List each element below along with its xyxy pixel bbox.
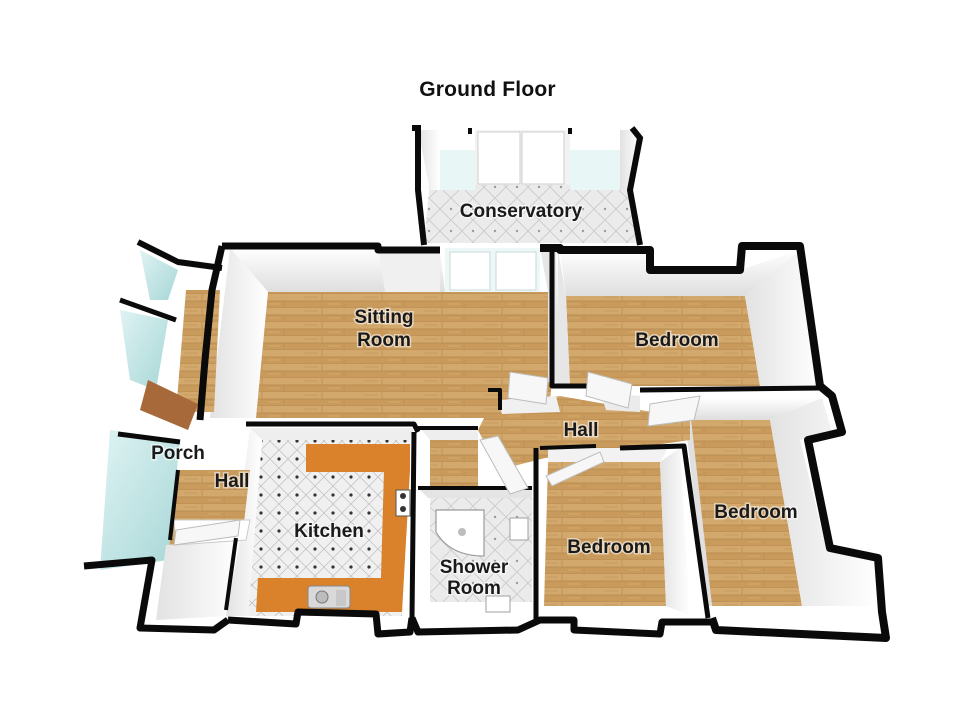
- label-sitting-room-line2: Room: [357, 330, 411, 351]
- label-kitchen: Kitchen: [294, 521, 364, 542]
- label-shower-room-line1: Shower: [440, 557, 509, 578]
- label-hall-main: Hall: [564, 420, 599, 441]
- label-hall-entry: Hall: [215, 471, 250, 492]
- label-bedroom-top: Bedroom: [635, 330, 718, 351]
- bedroom-middle-room: [544, 448, 690, 615]
- label-sitting-room-line1: Sitting: [354, 307, 413, 328]
- shower-room: [418, 428, 532, 613]
- doors: [173, 371, 701, 546]
- label-conservatory: Conservatory: [460, 201, 583, 222]
- bedroom-top-room: [556, 250, 820, 386]
- walls: [83, 239, 890, 642]
- label-bedroom-right: Bedroom: [714, 502, 797, 523]
- label-bedroom-middle: Bedroom: [567, 537, 650, 558]
- floor-title: Ground Floor: [419, 78, 556, 101]
- kitchen-room: [226, 428, 414, 616]
- label-shower-room-line2: Room: [447, 578, 501, 599]
- bedroom-right-room: [684, 398, 878, 606]
- label-porch: Porch: [151, 443, 205, 464]
- sitting-room: [210, 248, 558, 418]
- porch-room: [100, 250, 251, 620]
- conservatory-room: [412, 125, 644, 246]
